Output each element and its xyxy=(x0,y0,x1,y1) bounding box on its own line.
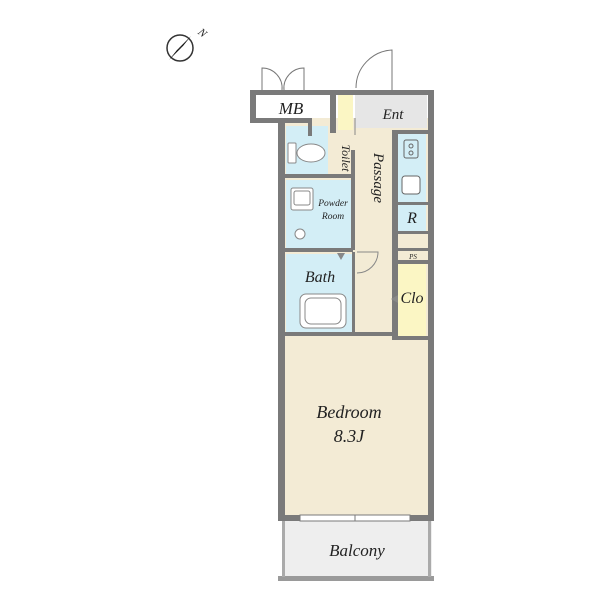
entrance-door xyxy=(355,49,393,90)
closet-label: Clo xyxy=(400,290,423,307)
toilet-label: Toilet xyxy=(339,145,353,173)
washbasin-icon xyxy=(290,187,314,240)
powder-room-label-line2: Room xyxy=(321,212,344,222)
balcony-railing xyxy=(278,576,434,581)
compass-needle-south-icon xyxy=(169,46,183,60)
mb-label: MB xyxy=(278,99,304,118)
toilet-fixture-icon xyxy=(287,142,326,164)
entrance-area xyxy=(355,92,427,128)
shoe-box xyxy=(338,94,353,130)
sink-icon xyxy=(401,175,421,195)
mb-doors xyxy=(261,67,305,91)
pipe-space-label: PS xyxy=(408,253,417,261)
bath-label: Bath xyxy=(305,269,335,286)
powder-room-label-line1: Powder xyxy=(317,199,348,209)
closet xyxy=(398,264,426,336)
bath-door-marker-icon xyxy=(337,253,345,260)
stove-icon xyxy=(403,139,419,159)
compass-needle-north-icon xyxy=(177,36,191,50)
windows xyxy=(299,514,411,522)
passage-label: Passage xyxy=(370,152,386,203)
balcony-label: Balcony xyxy=(329,541,385,560)
bedroom-label: Bedroom xyxy=(316,402,381,422)
refrigerator-space xyxy=(398,205,426,231)
ent-label: Ent xyxy=(382,107,405,123)
walls xyxy=(250,90,434,521)
balcony xyxy=(282,520,432,578)
closet-door-marker-icon xyxy=(391,295,398,303)
bedroom-size-label: 8.3J xyxy=(334,426,366,446)
mb-area xyxy=(257,92,310,120)
interior-doors xyxy=(354,118,379,274)
bathtub-icon xyxy=(299,293,347,329)
refrigerator-label: R xyxy=(406,210,417,227)
compass-label: N xyxy=(195,26,210,41)
balcony-wall-right xyxy=(428,521,431,577)
compass: N xyxy=(166,26,210,62)
compass-ring-icon xyxy=(166,34,194,62)
balcony-wall-left xyxy=(282,521,285,577)
